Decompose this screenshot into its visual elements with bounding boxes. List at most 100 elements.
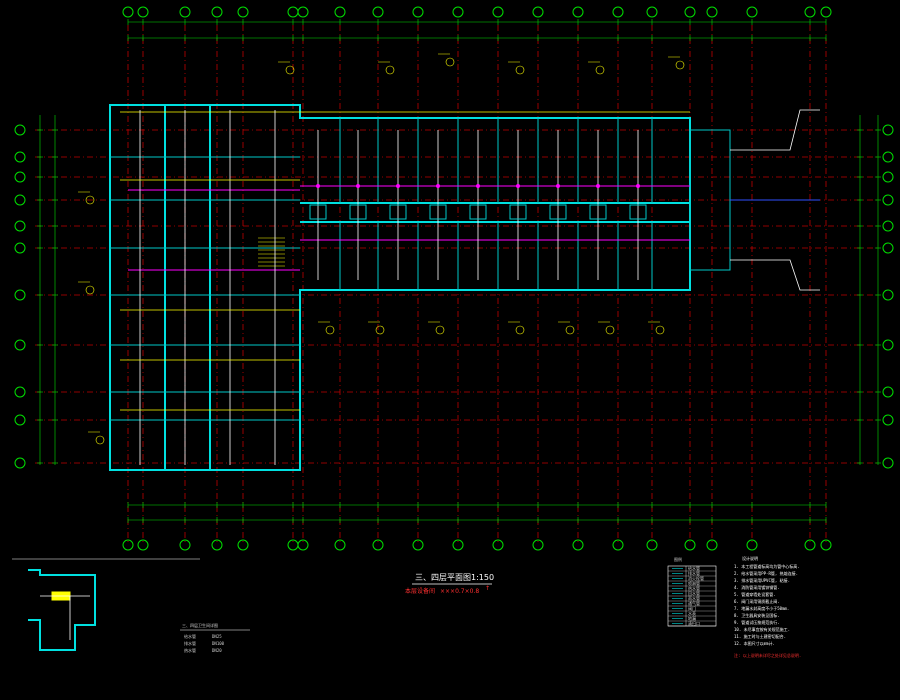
axis-bubble-circle bbox=[137, 539, 149, 551]
legend-row-label: 热水管 bbox=[688, 585, 700, 591]
notes-line: 5. 管道穿墙处设套管. bbox=[734, 591, 776, 597]
legend-row-label: 给水管 bbox=[688, 565, 700, 571]
axis-bubble-circle bbox=[211, 539, 223, 551]
pipe-network bbox=[120, 109, 820, 465]
axis-bubble-circle bbox=[882, 386, 894, 398]
axis-bubble-circle bbox=[297, 6, 309, 18]
legend-title: 图例 bbox=[674, 556, 682, 562]
axis-bubble-circle bbox=[646, 6, 658, 18]
axis-bubble-circle bbox=[211, 6, 223, 18]
valve bbox=[436, 184, 440, 188]
detail-title: 三、四层卫生间详图 bbox=[182, 622, 218, 628]
pipe-tag-circle bbox=[375, 325, 385, 335]
legend-row-label: 排水管 bbox=[688, 570, 700, 576]
axis-bubble-circle bbox=[882, 242, 894, 254]
axis-bubble-circle bbox=[882, 124, 894, 136]
axis-bubble-circle bbox=[237, 539, 249, 551]
axis-bubble-circle bbox=[14, 220, 26, 232]
notes-line: 12. 本图尺寸以mm计. bbox=[734, 640, 775, 646]
pipe-run bbox=[730, 109, 820, 151]
axis-bubble-circle bbox=[452, 539, 464, 551]
axis-bubble-circle bbox=[372, 539, 384, 551]
axis-bubble-circle bbox=[14, 457, 26, 469]
notes-line: 6. 阀门采用铜质截止阀. bbox=[734, 598, 780, 604]
axis-bubble-circle bbox=[612, 539, 624, 551]
axis-bubble-circle bbox=[646, 539, 658, 551]
pipe-tags bbox=[78, 53, 685, 445]
pipe-tag-circle bbox=[385, 65, 395, 75]
axis-bubble-circle bbox=[14, 289, 26, 301]
fixture bbox=[429, 204, 447, 220]
axis-bubble-circle bbox=[820, 539, 832, 551]
notes-line: 8. 卫生器具安装见国标. bbox=[734, 612, 780, 618]
design-notes: 设计说明 1. 本工程管道标高均为管中心标高.2. 给水管采用PP-R管, 热熔… bbox=[734, 555, 801, 658]
valve bbox=[596, 184, 600, 188]
axis-bubble-circle bbox=[532, 539, 544, 551]
detail-row-label: 热水管 bbox=[184, 647, 196, 653]
notes-line: 1. 本工程管道标高均为管中心标高. bbox=[734, 563, 800, 569]
axis-bubble-circle bbox=[572, 539, 584, 551]
valve bbox=[516, 184, 520, 188]
axis-bubble-circle bbox=[882, 289, 894, 301]
axis-bubble-circle bbox=[14, 171, 26, 183]
axis-bubble-circle bbox=[334, 6, 346, 18]
axis-bubble-circle bbox=[882, 194, 894, 206]
notes-line: 7. 地漏水封高度不小于50mm. bbox=[734, 605, 789, 611]
pipe-tag-circle bbox=[565, 325, 575, 335]
pipe-tag-circle bbox=[445, 57, 455, 67]
notes-line: 10. 未尽事宜按有关规范施工. bbox=[734, 626, 790, 632]
detail-row-label: 排水管 bbox=[184, 640, 196, 646]
axis-bubble-circle bbox=[706, 539, 718, 551]
valve bbox=[476, 184, 480, 188]
pipe-tag-circle bbox=[285, 65, 295, 75]
fixture bbox=[349, 204, 367, 220]
axis-bubble-circle bbox=[882, 151, 894, 163]
axis-bubble-circle bbox=[372, 6, 384, 18]
axis-bubble-circle bbox=[804, 6, 816, 18]
pipe-tag-circle bbox=[85, 285, 95, 295]
pipe-tag-circle bbox=[675, 60, 685, 70]
pipe-run bbox=[730, 259, 820, 291]
axis-bubble-circle bbox=[804, 539, 816, 551]
drawing-title-block: 三、四层平面图1:150 本层设备间 ×××0.7×0.8 ↑ bbox=[405, 573, 494, 595]
axis-bubble-circle bbox=[412, 6, 424, 18]
detail-row-value: DN20 bbox=[212, 648, 222, 653]
axis-bubble-circle bbox=[706, 6, 718, 18]
legend-row-label: 水表 bbox=[688, 610, 696, 616]
legend-row-label: 通气管 bbox=[688, 600, 700, 606]
axis-bubble-circle bbox=[297, 539, 309, 551]
legend-row-label: 回水管 bbox=[688, 590, 700, 596]
drawing-title: 三、四层平面图1:150 bbox=[415, 573, 494, 582]
axis-bubble-circle bbox=[492, 539, 504, 551]
axis-bubble-circle bbox=[14, 124, 26, 136]
outer-wall bbox=[109, 104, 691, 471]
valve bbox=[316, 184, 320, 188]
axis-bubbles bbox=[14, 6, 894, 551]
legend-row-label: 消火栓管 bbox=[688, 575, 704, 581]
fixture bbox=[589, 204, 607, 220]
axis-bubble-circle bbox=[179, 539, 191, 551]
axis-bubble-circle bbox=[137, 6, 149, 18]
detail-row-value: DN100 bbox=[212, 641, 225, 646]
axis-bubble-circle bbox=[612, 6, 624, 18]
pipe-tag-circle bbox=[595, 65, 605, 75]
pipe-tag-circle bbox=[655, 325, 665, 335]
axis-bubble-circle bbox=[882, 339, 894, 351]
pipe-tag-circle bbox=[515, 325, 525, 335]
axis-bubble-circle bbox=[14, 414, 26, 426]
axis-bubble-circle bbox=[572, 6, 584, 18]
axis-bubble-circle bbox=[237, 6, 249, 18]
axis-bubble-circle bbox=[492, 6, 504, 18]
legend-row-label: 阀门 bbox=[688, 605, 696, 611]
notes-title: 设计说明 bbox=[742, 555, 758, 561]
axis-bubble-circle bbox=[122, 6, 134, 18]
valve bbox=[396, 184, 400, 188]
axis-bubble-circle bbox=[412, 539, 424, 551]
drawing-subtitle-mark: ↑ bbox=[485, 585, 490, 592]
pipe-tag-circle bbox=[605, 325, 615, 335]
notes-line: 2. 给水管采用PP-R管, 热熔连接. bbox=[734, 570, 798, 576]
fixture bbox=[509, 204, 527, 220]
